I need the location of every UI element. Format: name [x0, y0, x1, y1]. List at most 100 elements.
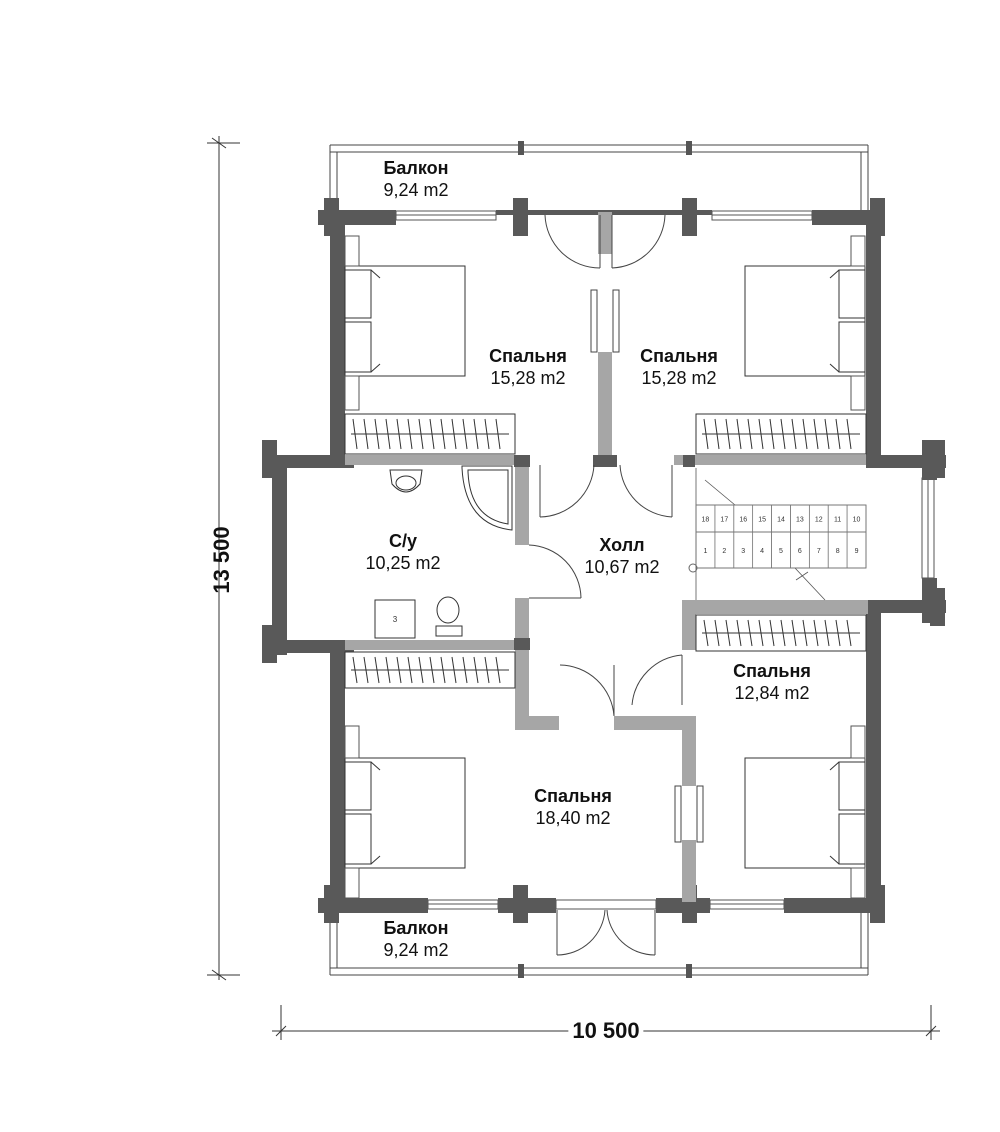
hanger [769, 619, 775, 647]
hanger [769, 418, 775, 450]
stair-step-number: 1 [703, 548, 707, 555]
hanger [473, 656, 479, 684]
width-dimension: 10 500 [568, 1018, 644, 1044]
balcony-bottom-label: Балкон 9,24 m2 [383, 918, 449, 960]
hanger [473, 418, 479, 450]
hanger [396, 418, 402, 450]
hanger [714, 418, 720, 450]
hanger [802, 418, 808, 450]
stair-step-number: 8 [836, 548, 840, 555]
hanger [791, 418, 797, 450]
stair-step-number: 12 [815, 517, 823, 524]
stair-start-marker [688, 563, 698, 573]
fixture-label: 3 [393, 615, 398, 624]
beds [344, 265, 866, 869]
bedroom-nw-label: Спальня 15,28 m2 [489, 346, 567, 388]
hanger [440, 418, 446, 450]
stair-steps-upper: 18 17 16 15 14 13 12 11 10 [695, 504, 867, 533]
bathroom-fixtures [374, 465, 513, 639]
stair-step-number: 18 [702, 517, 710, 524]
hanger [396, 656, 402, 684]
stair-step [846, 531, 867, 569]
stair-step-number: 3 [741, 548, 745, 555]
hall-label: Холл 10,67 m2 [584, 535, 660, 577]
hanger [407, 656, 413, 684]
wall-joints [514, 455, 695, 650]
hanger [703, 619, 709, 647]
doors [528, 214, 704, 956]
hanger [385, 418, 391, 450]
hanger [484, 656, 490, 684]
stair-step-number: 9 [855, 548, 859, 555]
height-dimension: 13 500 [209, 526, 234, 594]
hanger [824, 418, 830, 450]
balcony-posts [518, 141, 692, 978]
stair-step-number: 5 [779, 548, 783, 555]
hanger [462, 656, 468, 684]
hanger [725, 418, 731, 450]
hanger [352, 418, 358, 450]
hanger [440, 656, 446, 684]
hanger [418, 656, 424, 684]
hanger [385, 656, 391, 684]
hanger [758, 418, 764, 450]
staircase [695, 468, 867, 601]
hanger [758, 619, 764, 647]
hanger [462, 418, 468, 450]
hanger [780, 619, 786, 647]
wardrobe-hangers [351, 418, 860, 684]
hanger [429, 656, 435, 684]
hanger [418, 418, 424, 450]
interior-walls [345, 212, 868, 902]
hanger [813, 619, 819, 647]
stair-step-number: 2 [722, 548, 726, 555]
stair-step-number: 11 [834, 517, 841, 524]
hanger [374, 418, 380, 450]
hanger [791, 619, 797, 647]
stair-step-number: 14 [777, 517, 785, 524]
hanger [736, 619, 742, 647]
bedroom-ne-label: Спальня 15,28 m2 [640, 346, 718, 388]
stair-step-number: 15 [758, 517, 766, 524]
exterior-walls [262, 198, 946, 923]
hanger [495, 656, 501, 684]
hanger [802, 619, 808, 647]
hanger [835, 619, 841, 647]
stair-step-number: 16 [739, 517, 747, 524]
bedroom-e-label: Спальня 12,84 m2 [733, 661, 811, 703]
hanger [846, 619, 852, 647]
bathroom-label: С/у 10,25 m2 [365, 531, 441, 573]
stair-step-number: 6 [798, 548, 802, 555]
hanger [813, 418, 819, 450]
bedroom-s-label: Спальня 18,40 m2 [534, 786, 612, 828]
stair-step-number: 17 [720, 517, 728, 524]
hanger [780, 418, 786, 450]
hanger [484, 418, 490, 450]
hanger [747, 619, 753, 647]
balcony-top-label: Балкон 9,24 m2 [383, 158, 449, 200]
hanger [725, 619, 731, 647]
hanger [495, 418, 501, 450]
stair-step-number: 13 [796, 517, 804, 524]
hanger [824, 619, 830, 647]
hanger [747, 418, 753, 450]
stair-steps-lower: 1 2 3 4 5 6 7 8 9 [695, 531, 867, 569]
hanger [363, 418, 369, 450]
hanger [363, 656, 369, 684]
stair-step-number: 10 [853, 517, 861, 524]
hanger [736, 418, 742, 450]
hanger [703, 418, 709, 450]
hanger [407, 418, 413, 450]
hanger [714, 619, 720, 647]
stair-step-number: 4 [760, 548, 764, 555]
hanger [846, 418, 852, 450]
nightstands [344, 235, 866, 899]
hanger [352, 656, 358, 684]
hanger [451, 418, 457, 450]
hanger [429, 418, 435, 450]
hanger [451, 656, 457, 684]
hanger [374, 656, 380, 684]
stair-step-number: 7 [817, 548, 821, 555]
hanger [835, 418, 841, 450]
